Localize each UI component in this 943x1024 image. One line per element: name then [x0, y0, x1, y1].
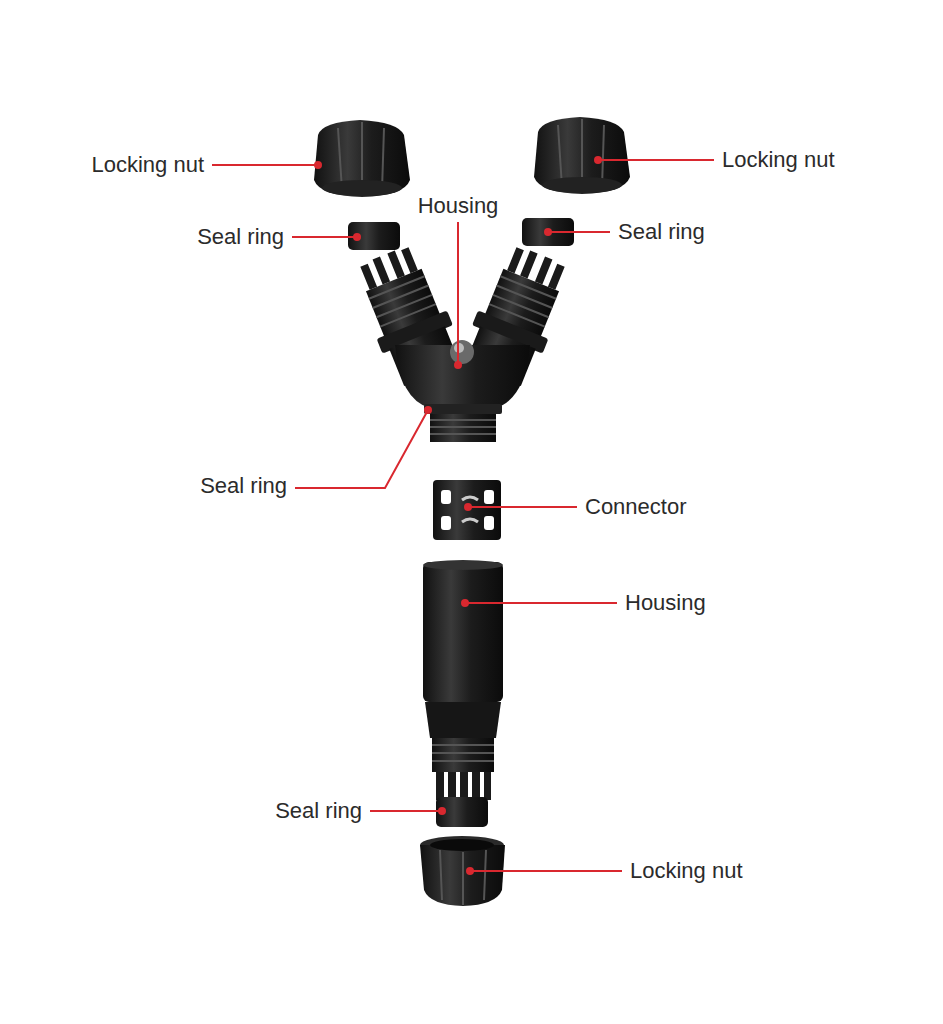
leader-lines	[212, 160, 714, 871]
part-label: Locking nut	[91, 153, 204, 177]
part-label: Locking nut	[722, 148, 835, 172]
locking-nut	[314, 120, 410, 197]
terminal-connector	[433, 480, 501, 540]
part-label: Seal ring	[275, 799, 362, 823]
part-label: Locking nut	[630, 859, 743, 883]
part-label: Seal ring	[618, 220, 705, 244]
main-housing	[423, 560, 503, 802]
seal-ring	[348, 222, 400, 250]
part-label: Housing	[625, 591, 706, 615]
y-housing	[348, 241, 576, 442]
part-label: Seal ring	[197, 225, 284, 249]
locking-nut	[534, 117, 630, 194]
leader-dots	[314, 156, 602, 875]
seal-ring	[436, 797, 488, 827]
part-label: Housing	[418, 194, 499, 218]
part-label: Connector	[585, 495, 687, 519]
part-label: Seal ring	[200, 474, 287, 498]
